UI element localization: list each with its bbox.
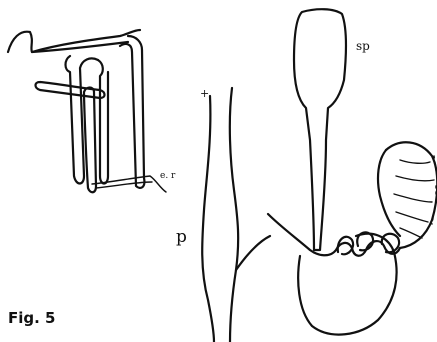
label-plus: + [200,88,209,99]
fan-ray-3 [394,194,432,202]
label-sp: sp [356,40,370,52]
left-inner-tube-a [66,56,99,184]
left-outer-tube [120,36,144,188]
left-inner-tube-c [84,88,96,193]
fan-gland-outline [386,142,437,248]
coiled-duct [268,214,400,256]
fan-ray-4 [396,212,428,222]
figure-caption: Fig. 5 [8,311,55,326]
label-p: p [176,229,187,246]
left-inner-tube-b [98,60,108,184]
sp-bulb [294,9,346,250]
right-vessel-right-edge [230,88,238,342]
fan-gland-inner [378,150,400,236]
right-vessel-branch [236,236,270,270]
label-small-mark: e. r [160,172,175,181]
coil-loop-c [382,234,399,253]
fan-ray-5 [400,228,422,238]
left-top-band-lower [32,42,128,52]
fan-ray-1 [400,160,430,163]
right-vessel-left-edge [202,96,214,342]
coil-loop-b [357,232,373,250]
fan-ray-2 [396,176,434,181]
